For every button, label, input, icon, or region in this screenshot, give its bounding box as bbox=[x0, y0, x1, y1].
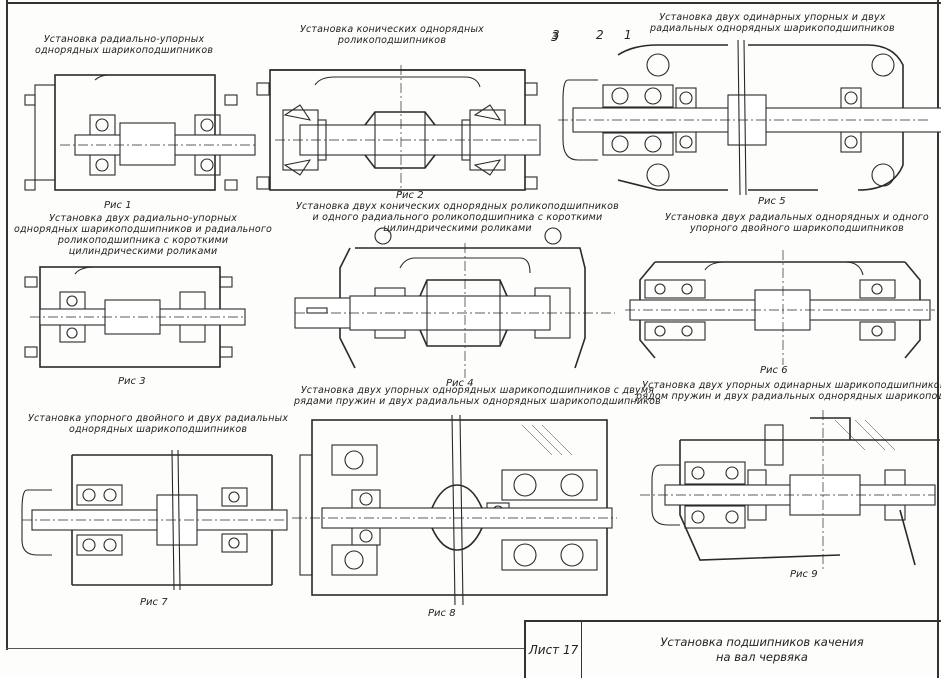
figure-2-drawing bbox=[256, 65, 541, 195]
caption-line: и одного радиального роликоподшипника с … bbox=[312, 212, 603, 223]
caption-line: Установка двух конических однорядных рол… bbox=[296, 201, 619, 212]
figure-6-drawing bbox=[625, 250, 935, 365]
figure-9-caption: Установка двух упорных одинарных шарикоп… bbox=[636, 380, 941, 402]
caption-line: Установка упорного двойного и двух радиа… bbox=[28, 413, 289, 424]
figure-6-label: Рис 6 bbox=[760, 365, 788, 376]
sheet-number: Лист 17 bbox=[526, 622, 582, 678]
caption-line: радиальных однорядных шарикоподшипников bbox=[650, 23, 895, 34]
caption-line: однорядных шарикоподшипников bbox=[35, 45, 214, 56]
figure-2-caption: Установка конических однорядных роликопо… bbox=[300, 24, 484, 46]
figure-7-drawing bbox=[21, 449, 288, 591]
frame-left-border bbox=[6, 0, 8, 650]
figure-5-drawing bbox=[558, 39, 941, 196]
sheet-title-line-2: на вал червяка bbox=[716, 650, 808, 664]
caption-line: Установка двух упорных однорядных шарико… bbox=[300, 385, 655, 396]
sheet-title: Установка подшипников качения на вал чер… bbox=[582, 622, 941, 678]
part-number-2: 2 bbox=[596, 28, 604, 42]
figure-9-label: Рис 9 bbox=[790, 569, 818, 580]
caption-line: Установка двух одинарных упорных и двух bbox=[659, 12, 886, 23]
figure-4-drawing bbox=[294, 227, 615, 378]
stray-mark: 3 bbox=[551, 30, 559, 44]
frame-top-border bbox=[6, 2, 941, 4]
figure-2-label: Рис 2 bbox=[396, 190, 424, 201]
caption-line: Установка радиально-упорных bbox=[43, 34, 205, 45]
figure-3-label: Рис 3 bbox=[118, 376, 146, 387]
figure-1-label: Рис 1 bbox=[104, 200, 132, 211]
part-number-1: 1 bbox=[624, 28, 632, 42]
figure-3-drawing bbox=[24, 266, 246, 368]
caption-line: цилиндрическими роликами bbox=[68, 246, 218, 257]
part-number-3: 3 bbox=[552, 28, 560, 42]
caption-line: однорядных шарикоподшипников bbox=[68, 424, 248, 435]
figure-8-label: Рис 8 bbox=[428, 608, 456, 619]
caption-line: Установка двух радиальных однорядных и о… bbox=[665, 212, 929, 223]
caption-line: Установка двух радиально-упорных bbox=[49, 213, 238, 224]
figure-6-caption: Установка двух радиальных однорядных и о… bbox=[665, 212, 929, 234]
figure-1-caption: Установка радиально-упорных однорядных ш… bbox=[35, 34, 213, 56]
caption-line: роликоподшипников bbox=[337, 35, 447, 46]
frame-bottom-border bbox=[6, 648, 526, 649]
figure-4-label: Рис 4 bbox=[446, 378, 474, 389]
caption-line: рядом пружин и двух радиальных однорядны… bbox=[636, 391, 941, 402]
figure-9-drawing bbox=[640, 410, 940, 570]
figure-5-label: Рис 5 bbox=[758, 196, 786, 207]
caption-line: рядами пружин и двух радиальных однорядн… bbox=[294, 396, 661, 407]
figure-8-caption: Установка двух упорных однорядных шарико… bbox=[294, 385, 661, 407]
figure-5-caption: Установка двух одинарных упорных и двух … bbox=[650, 12, 895, 34]
figure-4-caption: Установка двух конических однорядных рол… bbox=[296, 201, 619, 234]
figure-1-drawing bbox=[24, 74, 256, 191]
caption-line: цилиндрическими роликами bbox=[383, 223, 532, 234]
caption-line: однорядных шарикоподшипников и радиально… bbox=[14, 224, 273, 235]
caption-line: роликоподшипника с короткими bbox=[57, 235, 229, 246]
caption-line: Установка конических однорядных bbox=[300, 24, 484, 35]
caption-line: Установка двух упорных одинарных шарикоп… bbox=[642, 380, 941, 391]
figure-3-caption: Установка двух радиально-упорных одноряд… bbox=[14, 213, 272, 257]
figure-7-label: Рис 7 bbox=[140, 597, 168, 608]
title-block: Лист 17 Установка подшипников качения на… bbox=[524, 620, 941, 678]
frame-right-border bbox=[937, 0, 939, 678]
figure-8-drawing bbox=[292, 414, 617, 606]
caption-line: упорного двойного шарикоподшипников bbox=[689, 223, 904, 234]
figure-7-caption: Установка упорного двойного и двух радиа… bbox=[28, 413, 288, 435]
sheet-title-line-1: Установка подшипников качения bbox=[660, 635, 864, 649]
